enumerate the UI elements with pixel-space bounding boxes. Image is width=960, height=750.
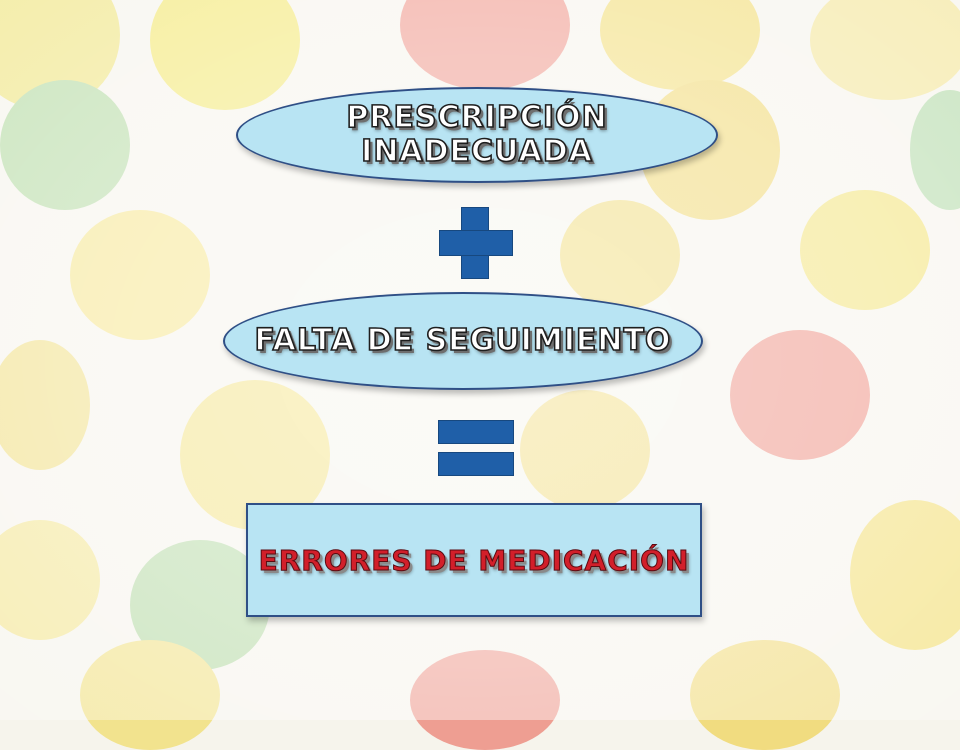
cause-1-label: PRESCRIPCIÓN INADECUADA [346,100,608,170]
cause-2-label: FALTA DE SEGUIMIENTO [254,323,672,359]
plus-icon-horizontal-bar [439,230,513,256]
result-label: ERRORES DE MEDICACIÓN [258,543,690,577]
equals-icon-top-bar [438,420,514,444]
result-box: ERRORES DE MEDICACIÓN [246,503,702,617]
cause-ellipse-prescripcion: PRESCRIPCIÓN INADECUADA [236,87,718,183]
equals-icon-bottom-bar [438,452,514,476]
cause-ellipse-falta-seguimiento: FALTA DE SEGUIMIENTO [223,292,703,390]
